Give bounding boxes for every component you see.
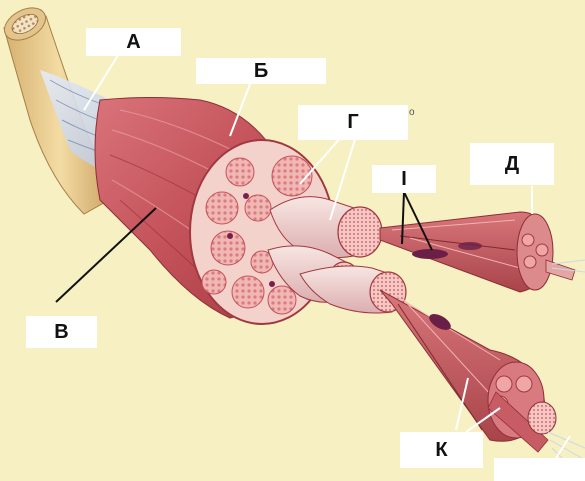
label-a: А (86, 28, 181, 56)
muscle-fiber-lower (379, 289, 585, 477)
fascicles (267, 196, 407, 314)
corner-mark: o (409, 107, 415, 118)
label-v: В (26, 316, 97, 348)
label-blank (494, 458, 585, 481)
muscle-fiber-upper (379, 211, 585, 293)
label-k: К (400, 432, 483, 468)
label-d: Д (470, 143, 554, 185)
label-g: Г (298, 105, 408, 140)
leader-lines (55, 51, 571, 459)
label-b: Б (196, 58, 326, 84)
label-i: І (372, 165, 436, 193)
